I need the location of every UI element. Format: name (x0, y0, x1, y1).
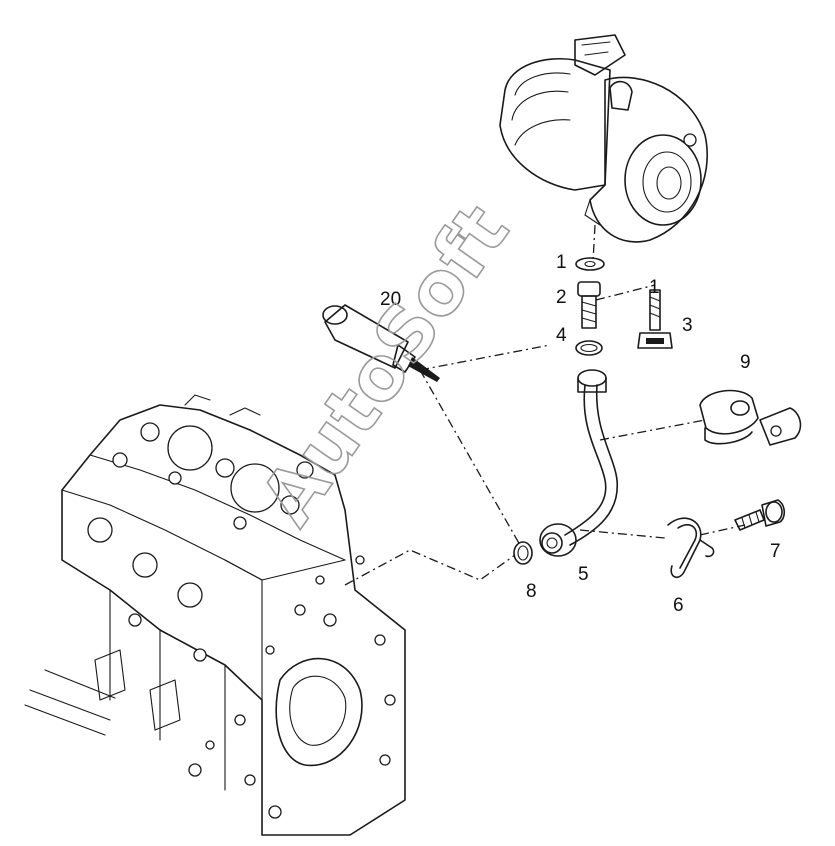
part-fitting-3 (637, 289, 673, 349)
part-seal-ring-4 (575, 340, 603, 356)
callout-labels: 1 2 4 1 3 20 9 7 5 8 6 (380, 252, 781, 616)
engine-block (24, 394, 406, 836)
part-sealant-tube-20 (322, 304, 440, 382)
part-banjo-bolt-2 (577, 281, 601, 329)
part-screw-7 (734, 499, 786, 531)
callout-20-sealant-tube: 20 (380, 289, 401, 310)
callout-8-o-ring: 8 (526, 581, 537, 602)
callout-1-fitting-washer: 1 (649, 277, 660, 298)
part-oil-pipe (564, 369, 618, 546)
callout-1-washer: 1 (556, 252, 567, 273)
watermark-text: AutoSoft (244, 190, 525, 541)
part-washer-1 (575, 257, 605, 271)
callout-4-seal-ring: 4 (556, 325, 567, 346)
part-clamp-9 (699, 389, 802, 446)
callout-2-banjo-bolt: 2 (556, 287, 567, 308)
callout-5-grommet: 5 (578, 564, 589, 585)
part-o-ring-8 (513, 541, 533, 565)
turbocharger (499, 34, 708, 243)
callout-3-fitting: 3 (682, 315, 693, 336)
part-hook-clip-6 (667, 517, 715, 578)
callout-7-screw: 7 (770, 541, 781, 562)
callout-6-hook-clip: 6 (673, 595, 684, 616)
part-grommet-5 (539, 523, 577, 557)
callout-9-clamp: 9 (740, 352, 751, 373)
